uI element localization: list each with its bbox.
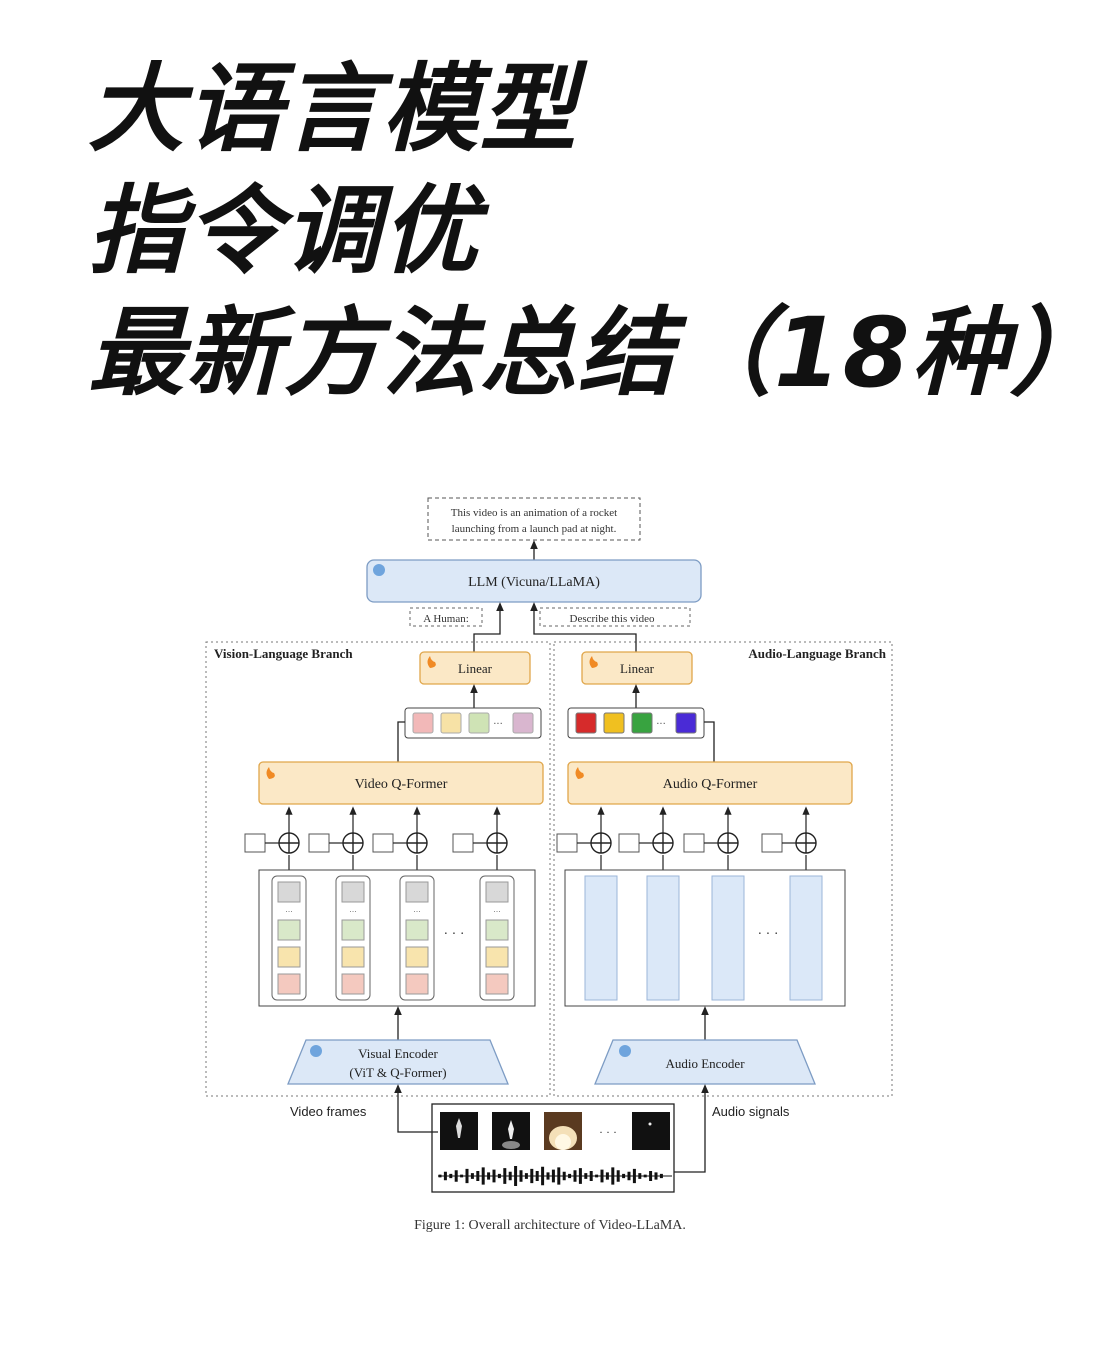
audio-branch-label: Audio-Language Branch (748, 646, 886, 661)
output-text-line-1: This video is an animation of a rocket (451, 507, 617, 519)
visual-encoder-box (287, 1039, 509, 1085)
flame-icon (575, 767, 584, 779)
audio-branch-box (553, 641, 893, 1097)
vision-branch-box (205, 641, 551, 1097)
audio-token (603, 712, 625, 734)
frame-feature-cell (341, 881, 365, 903)
frame-feature-cell (405, 973, 429, 995)
frame-feature-cell (341, 973, 365, 995)
frames-ellipsis: · · · (599, 1125, 617, 1139)
svg-text:...: ... (349, 905, 357, 914)
snowflake-icon (373, 564, 385, 576)
svg-text:···: ··· (493, 719, 503, 730)
audio-signals-label: Audio signals (712, 1104, 790, 1119)
audio-qformer-box (567, 761, 853, 805)
position-embedding (683, 833, 705, 853)
frame-feature-cell (277, 973, 301, 995)
frame-feature-cell (277, 946, 301, 968)
vision-linear-box (419, 651, 531, 685)
svg-text:···: ··· (656, 719, 666, 730)
position-embedding (618, 833, 640, 853)
prompt-describe-label: Describe this video (570, 613, 655, 625)
frame-feature-cell (277, 881, 301, 903)
vision-branch-label: Vision-Language Branch (214, 646, 353, 661)
output-text-box (427, 497, 641, 541)
video-frames-label: Video frames (290, 1104, 367, 1119)
audio-feature-column (646, 875, 680, 1001)
audio-feature-column (711, 875, 745, 1001)
audio-encoder-box (594, 1039, 816, 1085)
llm-box (366, 559, 702, 603)
title-line-2: 指令调优 (88, 175, 480, 287)
audio-feature-column (584, 875, 618, 1001)
output-text-line-2: launching from a launch pad at night. (452, 523, 617, 535)
frame-feature-cell (341, 946, 365, 968)
position-embedding (761, 833, 783, 853)
flame-icon (427, 656, 436, 668)
frame-feature-cell (277, 919, 301, 941)
audio-qformer-label: Audio Q-Former (663, 777, 758, 792)
prompt-human-box (409, 607, 483, 627)
video-qformer-label: Video Q-Former (355, 777, 448, 792)
frame-feature-cell (405, 919, 429, 941)
prompt-describe-box (539, 607, 691, 627)
audio-encoder-label: Audio Encoder (665, 1056, 745, 1071)
snowflake-icon (619, 1045, 631, 1057)
flame-icon (266, 767, 275, 779)
position-embedding (372, 833, 394, 853)
audio-token (631, 712, 653, 734)
audio-linear-box (581, 651, 693, 685)
video-frame-thumbnail (632, 1112, 670, 1150)
figure-caption: Figure 1: Overall architecture of Video-… (414, 1218, 686, 1233)
frame-feature-cell (341, 919, 365, 941)
svg-text:...: ... (493, 905, 501, 914)
snowflake-icon (310, 1045, 322, 1057)
vision-token (512, 712, 534, 734)
position-embedding (452, 833, 474, 853)
position-embedding (556, 833, 578, 853)
frame-feature-cell (485, 946, 509, 968)
page-title: 大语言模型 指令调优 最新方法总结（18种） (88, 48, 1108, 414)
vision-token (412, 712, 434, 734)
visual-encoder-label-1: Visual Encoder (358, 1046, 438, 1061)
frame-feature-cell (405, 946, 429, 968)
title-line-1: 大语言模型 (88, 53, 578, 165)
audio-waveform (438, 1166, 672, 1186)
frame-feature-cell (485, 973, 509, 995)
llm-label: LLM (Vicuna/LLaMA) (468, 575, 600, 590)
audio-token (575, 712, 597, 734)
frame-feature-cell (485, 919, 509, 941)
title-line-3: 最新方法总结（18种） (88, 297, 1108, 409)
vision-token (468, 712, 490, 734)
audio-token (675, 712, 697, 734)
audio-feature-column (789, 875, 823, 1001)
vision-ellipsis: · · · (444, 927, 465, 942)
audio-linear-label: Linear (620, 661, 655, 676)
visual-encoder-label-2: (ViT & Q-Former) (349, 1065, 446, 1080)
frame-feature-cell (485, 881, 509, 903)
prompt-human-label: A Human: (423, 613, 469, 625)
flame-icon (589, 656, 598, 668)
video-qformer-box (258, 761, 544, 805)
position-embedding (244, 833, 266, 853)
frame-feature-cell (405, 881, 429, 903)
svg-text:...: ... (285, 905, 293, 914)
vision-token (440, 712, 462, 734)
position-embedding (308, 833, 330, 853)
vision-linear-label: Linear (458, 661, 493, 676)
svg-text:...: ... (413, 905, 421, 914)
audio-ellipsis: · · · (758, 927, 779, 942)
